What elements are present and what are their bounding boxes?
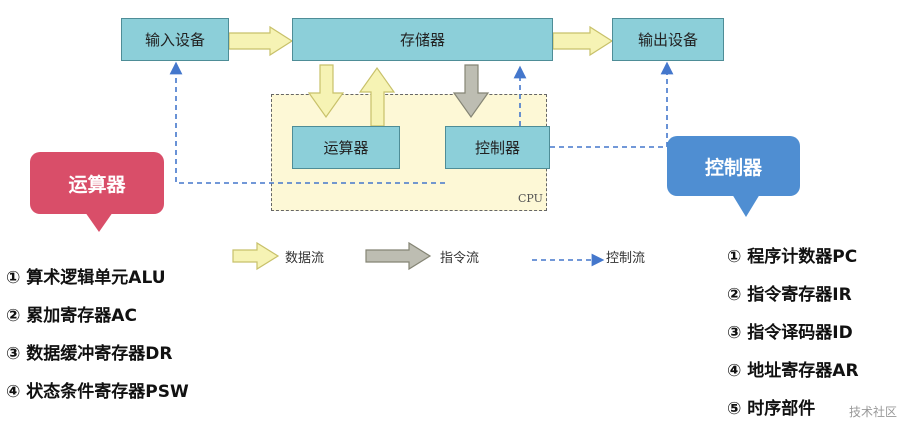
cpu-label: CPU: [518, 192, 543, 205]
list-item: ① 算术逻辑单元ALU: [6, 268, 166, 288]
legend-instruction-arrow: [365, 241, 432, 271]
legend-data-flow: 数据流: [285, 251, 325, 266]
list-item: ② 累加寄存器AC: [6, 306, 137, 326]
legend-control-flow: 控制流: [606, 251, 646, 266]
list-item: ① 程序计数器PC: [727, 247, 858, 267]
arrow-memory-to-control: [452, 64, 490, 119]
memory-box: 存储器: [292, 18, 553, 61]
control-component-list: ① 程序计数器PC ② 指令寄存器IR ③ 指令译码器ID ④ 地址寄存器AR …: [727, 238, 859, 428]
output-device-box: 输出设备: [612, 18, 724, 61]
list-item: ⑤ 时序部件: [727, 399, 816, 419]
list-item: ④ 地址寄存器AR: [727, 361, 859, 381]
legend-data-arrow: [232, 241, 280, 271]
alu-bubble-tail: [85, 212, 113, 232]
input-device-box: 输入设备: [121, 18, 229, 61]
list-item: ③ 数据缓冲寄存器DR: [6, 344, 173, 364]
control-line-to-output: [550, 61, 674, 148]
arrow-memory-to-alu: [307, 64, 345, 119]
control-line-to-input: [169, 61, 445, 184]
list-item: ④ 状态条件寄存器PSW: [6, 382, 189, 402]
arrow-memory-to-output: [552, 25, 614, 57]
alu-bubble: 运算器: [30, 152, 164, 214]
control-unit-box: 控制器: [445, 126, 550, 169]
arrow-input-to-memory: [228, 25, 294, 57]
arrow-alu-to-memory: [358, 66, 396, 127]
watermark: 技术社区: [848, 405, 897, 419]
control-bubble: 控制器: [667, 136, 800, 196]
alu-box: 运算器: [292, 126, 400, 169]
alu-component-list: ① 算术逻辑单元ALU ② 累加寄存器AC ③ 数据缓冲寄存器DR ④ 状态条件…: [6, 259, 189, 411]
list-item: ② 指令寄存器IR: [727, 285, 852, 305]
list-item: ③ 指令译码器ID: [727, 323, 853, 343]
legend-instruction-flow: 指令流: [440, 251, 480, 266]
control-bubble-tail: [732, 194, 760, 217]
